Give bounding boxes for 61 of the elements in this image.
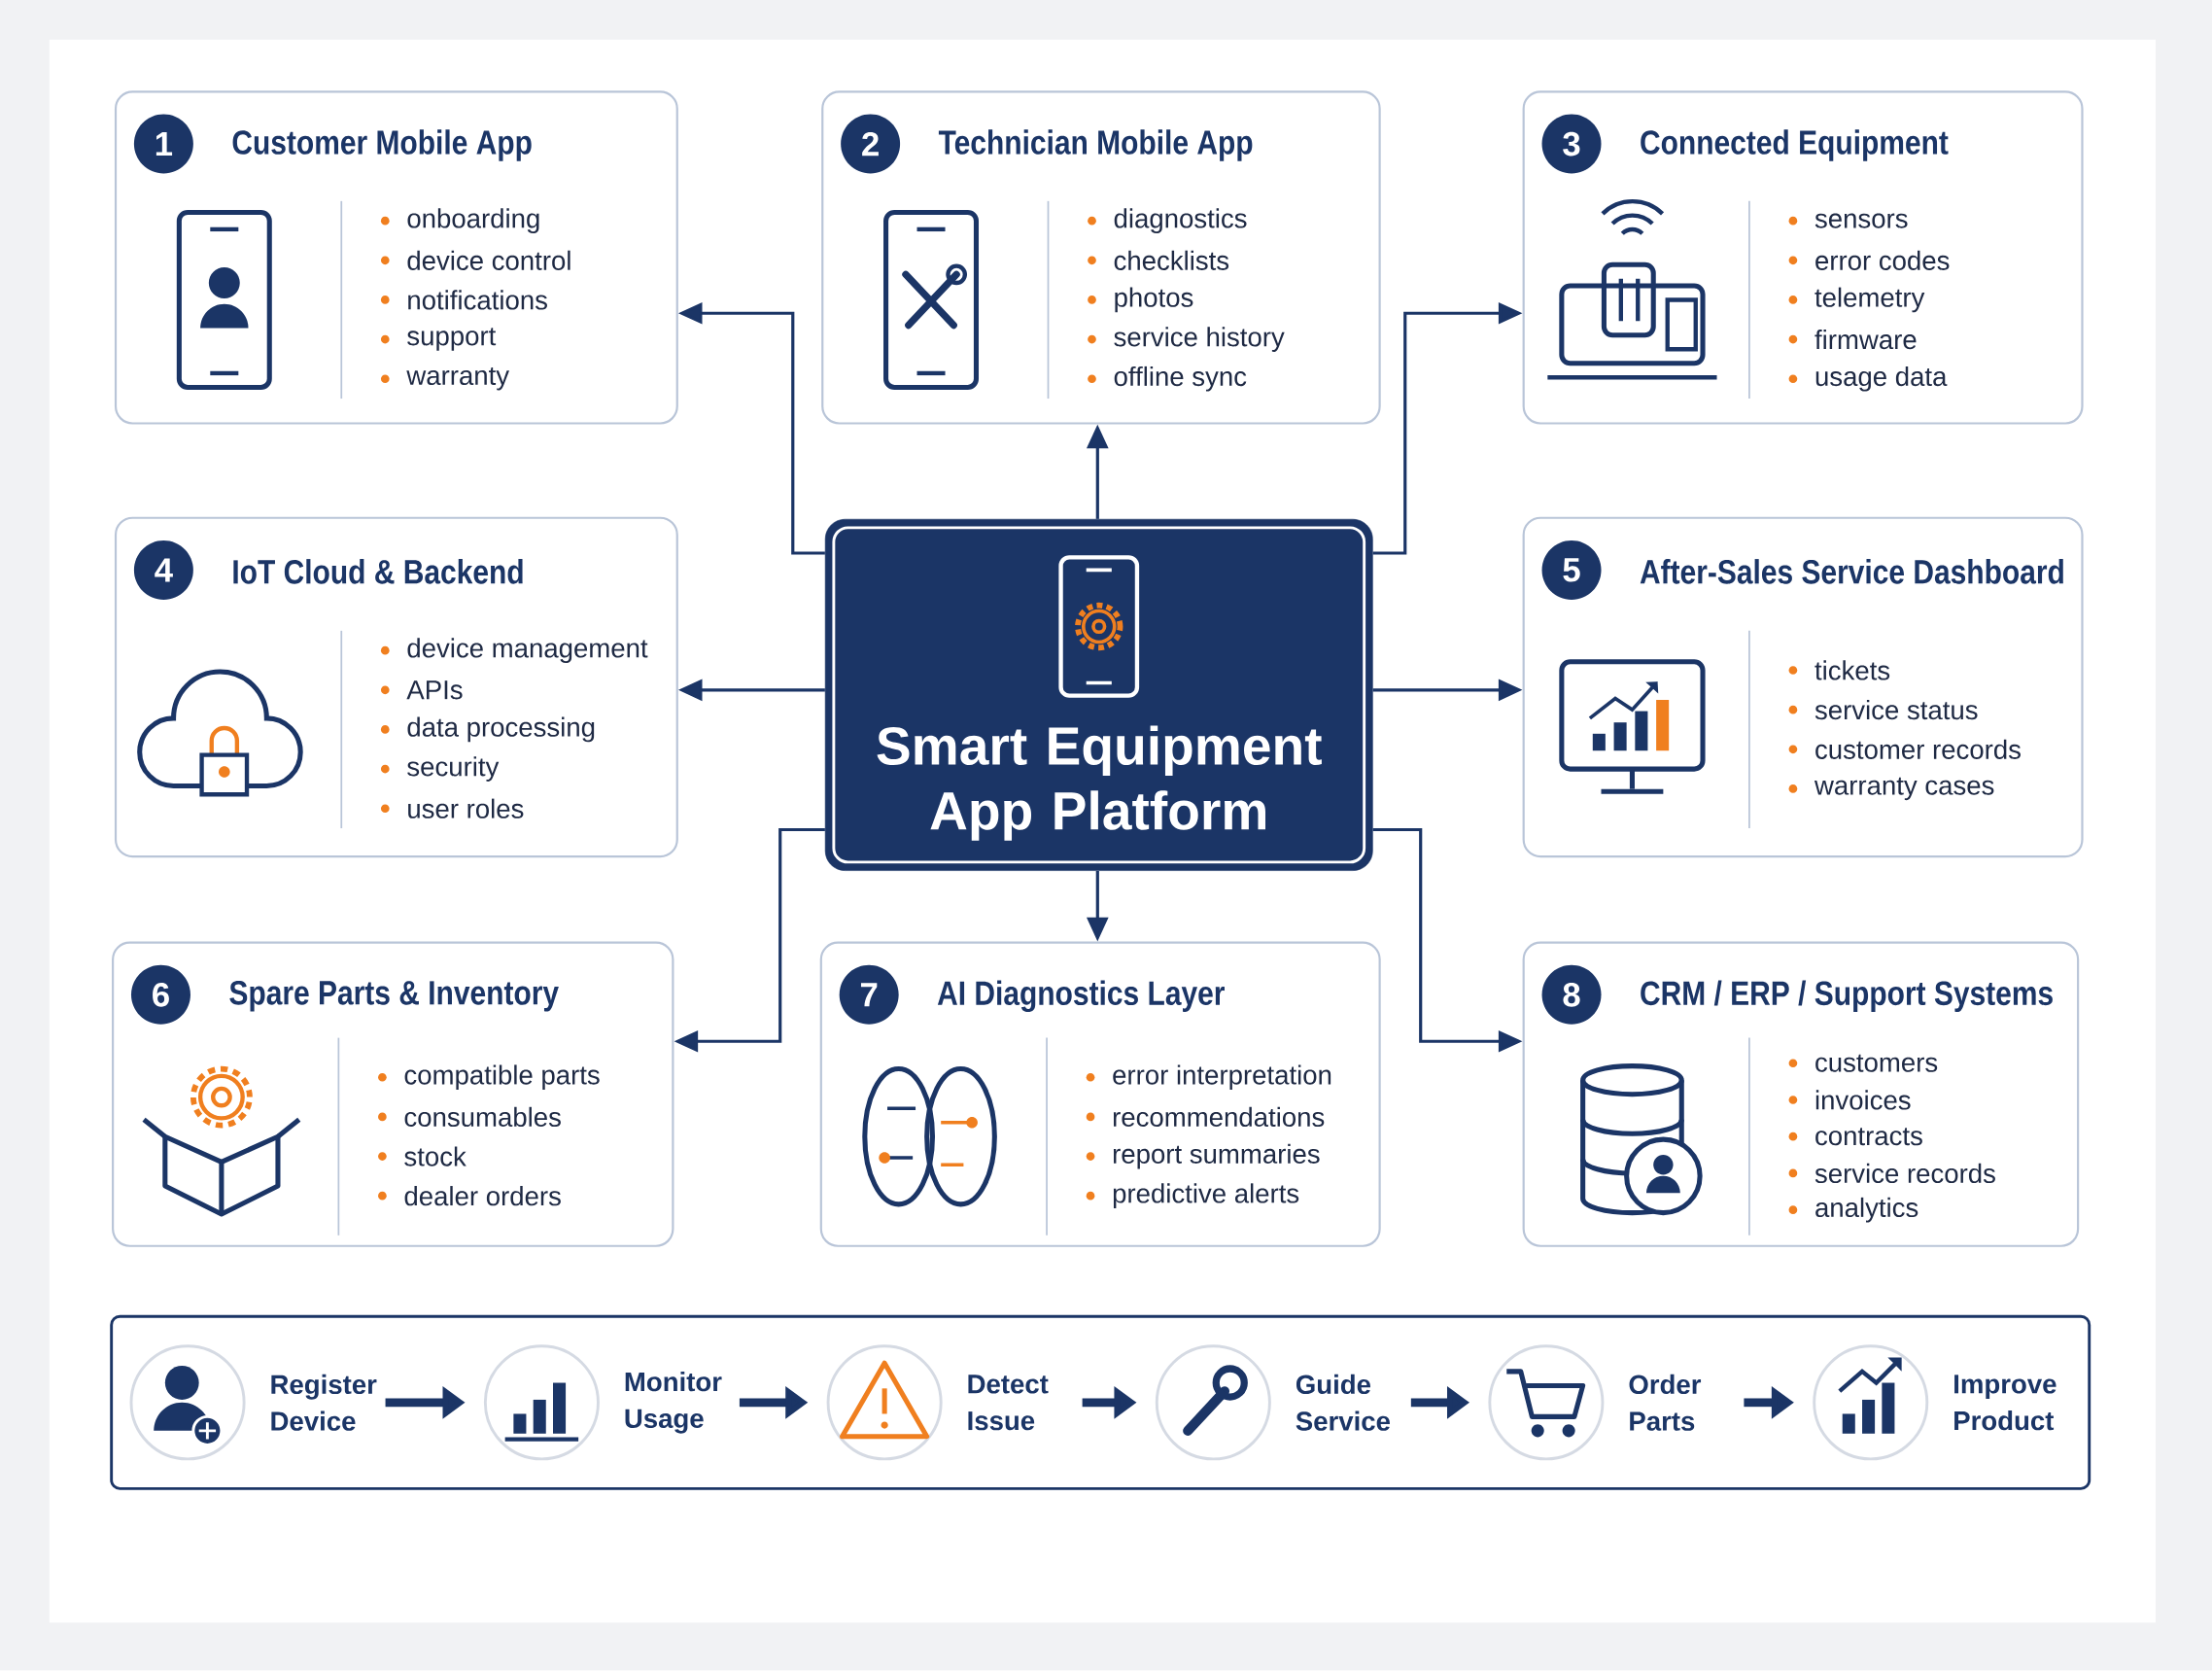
bullet-item: report summaries	[1086, 1143, 1320, 1169]
bullet-item: warranty	[380, 367, 509, 391]
step-label: Improve Product	[1954, 1375, 2056, 1431]
bullet-item: customer records	[1788, 739, 2021, 760]
bullet-item: predictive alerts	[1086, 1183, 1299, 1209]
bullet-item: notifications	[380, 290, 547, 310]
bullet-item: telemetry	[1788, 287, 1925, 313]
bullet-item: analytics	[1788, 1198, 1918, 1223]
bullet-item: usage data	[1788, 366, 1948, 392]
bullet-item: support	[380, 328, 497, 352]
bullet-item: service status	[1788, 700, 1978, 720]
card-title: Technician Mobile App	[938, 129, 1253, 161]
bullet-item: user roles	[380, 798, 524, 819]
bullet-item: service records	[1788, 1164, 1995, 1184]
number-badge: 3	[1541, 114, 1602, 174]
bullet-item: sensors	[1788, 213, 1908, 228]
bullet-item: checklists	[1088, 250, 1229, 271]
bullet-item: device control	[380, 250, 570, 271]
card-title: After-Sales Service Dashboard	[1640, 559, 2063, 584]
bullet-item: onboarding	[380, 208, 539, 234]
platform-box: Smart Equipment App Platform	[824, 519, 1373, 872]
bullet-item: customers	[1788, 1054, 1938, 1072]
step-label: Guide Service	[1296, 1375, 1390, 1432]
flow-band	[110, 1315, 2091, 1490]
bullet-item: error codes	[1788, 250, 1950, 271]
bullet-item: stock	[378, 1146, 467, 1166]
bullet-item: consumables	[378, 1106, 561, 1128]
card-title: Spare Parts & Inventory	[229, 981, 559, 1012]
card-title: Customer Mobile App	[232, 129, 532, 161]
bullet-item: dealer orders	[378, 1186, 561, 1206]
bullet-item: tickets	[1788, 660, 1890, 680]
bullet-item: contracts	[1788, 1128, 1922, 1146]
bullet-item: diagnostics	[1088, 208, 1247, 234]
number-badge: 5	[1541, 540, 1602, 601]
bullet-item: photos	[1088, 287, 1193, 313]
bullet-item: warranty cases	[1788, 777, 1994, 801]
bullet-item: security	[380, 756, 500, 783]
bullet-item: APIs	[380, 680, 463, 700]
number-badge: 8	[1541, 965, 1602, 1025]
card-title: Connected Equipment	[1641, 129, 1949, 161]
step-label: Register Device	[271, 1375, 377, 1432]
bullet-item: error interpretation	[1086, 1064, 1331, 1091]
step-label: Monitor Usage	[625, 1372, 722, 1434]
bullet-item: device management	[380, 638, 648, 664]
number-badge: 1	[133, 114, 193, 174]
step-label: Detect Issue	[968, 1375, 1049, 1431]
bullet-item: data processing	[380, 716, 595, 743]
card-title: CRM / ERP / Support Systems	[1641, 980, 2053, 1013]
bullet-item: firmware	[1788, 330, 1917, 350]
number-badge: 6	[131, 965, 190, 1025]
card-title: AI Diagnostics Layer	[937, 980, 1225, 1013]
bullet-item: invoices	[1788, 1090, 1911, 1110]
bullet-item: offline sync	[1088, 366, 1247, 392]
step-label: Order Parts	[1629, 1375, 1702, 1432]
number-badge: 7	[839, 965, 899, 1025]
bullet-item: compatible parts	[378, 1064, 600, 1091]
bullet-item: service history	[1088, 327, 1285, 353]
number-badge: 4	[133, 540, 193, 601]
card-title: IoT Cloud & Backend	[233, 559, 523, 584]
bullet-item: recommendations	[1086, 1106, 1325, 1128]
number-badge: 2	[841, 114, 901, 174]
